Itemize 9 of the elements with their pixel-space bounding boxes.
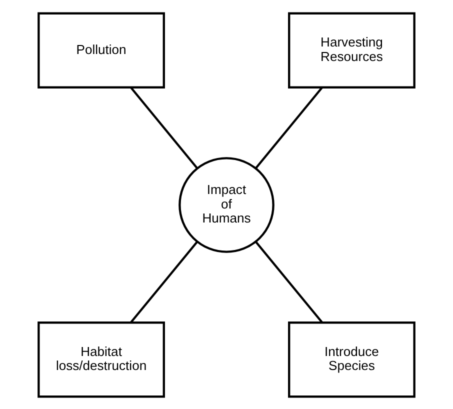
connector — [130, 240, 198, 323]
node-box: Harvesting Resources — [288, 12, 416, 88]
node-box: Introduce Species — [288, 321, 416, 398]
node-box: Pollution — [38, 12, 165, 88]
connector — [130, 86, 198, 168]
node-box: Habitat loss/destruction — [38, 321, 165, 398]
connector — [255, 86, 323, 168]
connector — [255, 240, 323, 323]
node-circle: Impact of Humans — [178, 156, 274, 252]
